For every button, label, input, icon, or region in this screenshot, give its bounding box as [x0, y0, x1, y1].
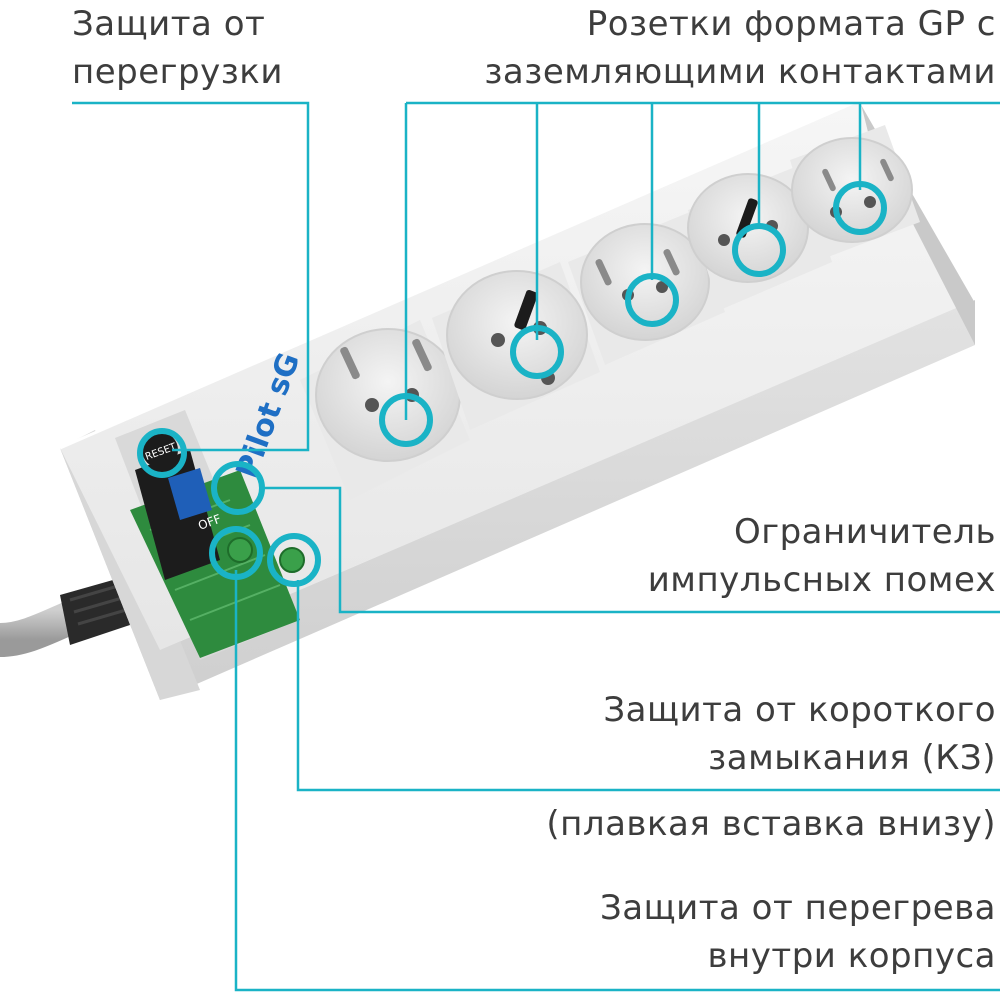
ring-marker — [209, 526, 263, 580]
line-short-circuit — [296, 580, 1000, 792]
ring-marker — [833, 181, 887, 235]
callout-surge-line2: импульсных помех — [647, 560, 996, 600]
callout-sockets-line1: Розетки формата GP с — [586, 4, 996, 44]
reset-button-icon — [142, 432, 178, 468]
callout-overload-line2: перегрузки — [72, 52, 283, 92]
callout-short-circuit-note: (плавкая вставка внизу) — [546, 804, 996, 844]
callout-surge: Ограничитель импульсных помех — [648, 508, 996, 604]
callout-surge-line1: Ограничитель — [733, 512, 996, 552]
ring-marker — [625, 273, 679, 327]
ring-marker — [137, 428, 187, 478]
ring-marker — [510, 325, 564, 379]
callout-short-circuit-line2: замыкания (КЗ) — [708, 738, 996, 778]
callout-overload: Защита от перегрузки — [72, 0, 283, 96]
ring-marker — [379, 393, 433, 447]
callout-overheat-line2: внутри корпуса — [707, 936, 996, 976]
callout-short-circuit: Защита от короткого замыкания (КЗ) — [603, 686, 996, 782]
ring-marker — [267, 533, 321, 587]
ring-marker — [732, 223, 786, 277]
line-surge — [262, 486, 1000, 614]
sockets — [300, 125, 920, 500]
markers — [137, 181, 887, 587]
ring-marker — [211, 461, 265, 515]
callout-short-circuit-line1: Защита от короткого — [603, 690, 996, 730]
power-cable — [0, 578, 130, 657]
callout-lines — [72, 101, 1000, 992]
line-overheat — [234, 570, 1000, 992]
line-overload — [72, 101, 310, 452]
callout-overload-line1: Защита от — [72, 4, 266, 44]
socket-3 — [568, 212, 725, 365]
callout-overheat-line1: Защита от перегрева — [599, 888, 996, 928]
callout-sockets: Розетки формата GP с заземляющими контак… — [484, 0, 996, 96]
callout-overheat: Защита от перегрева внутри корпуса — [600, 884, 996, 980]
callout-sockets-line2: заземляющими контактами — [484, 52, 996, 92]
